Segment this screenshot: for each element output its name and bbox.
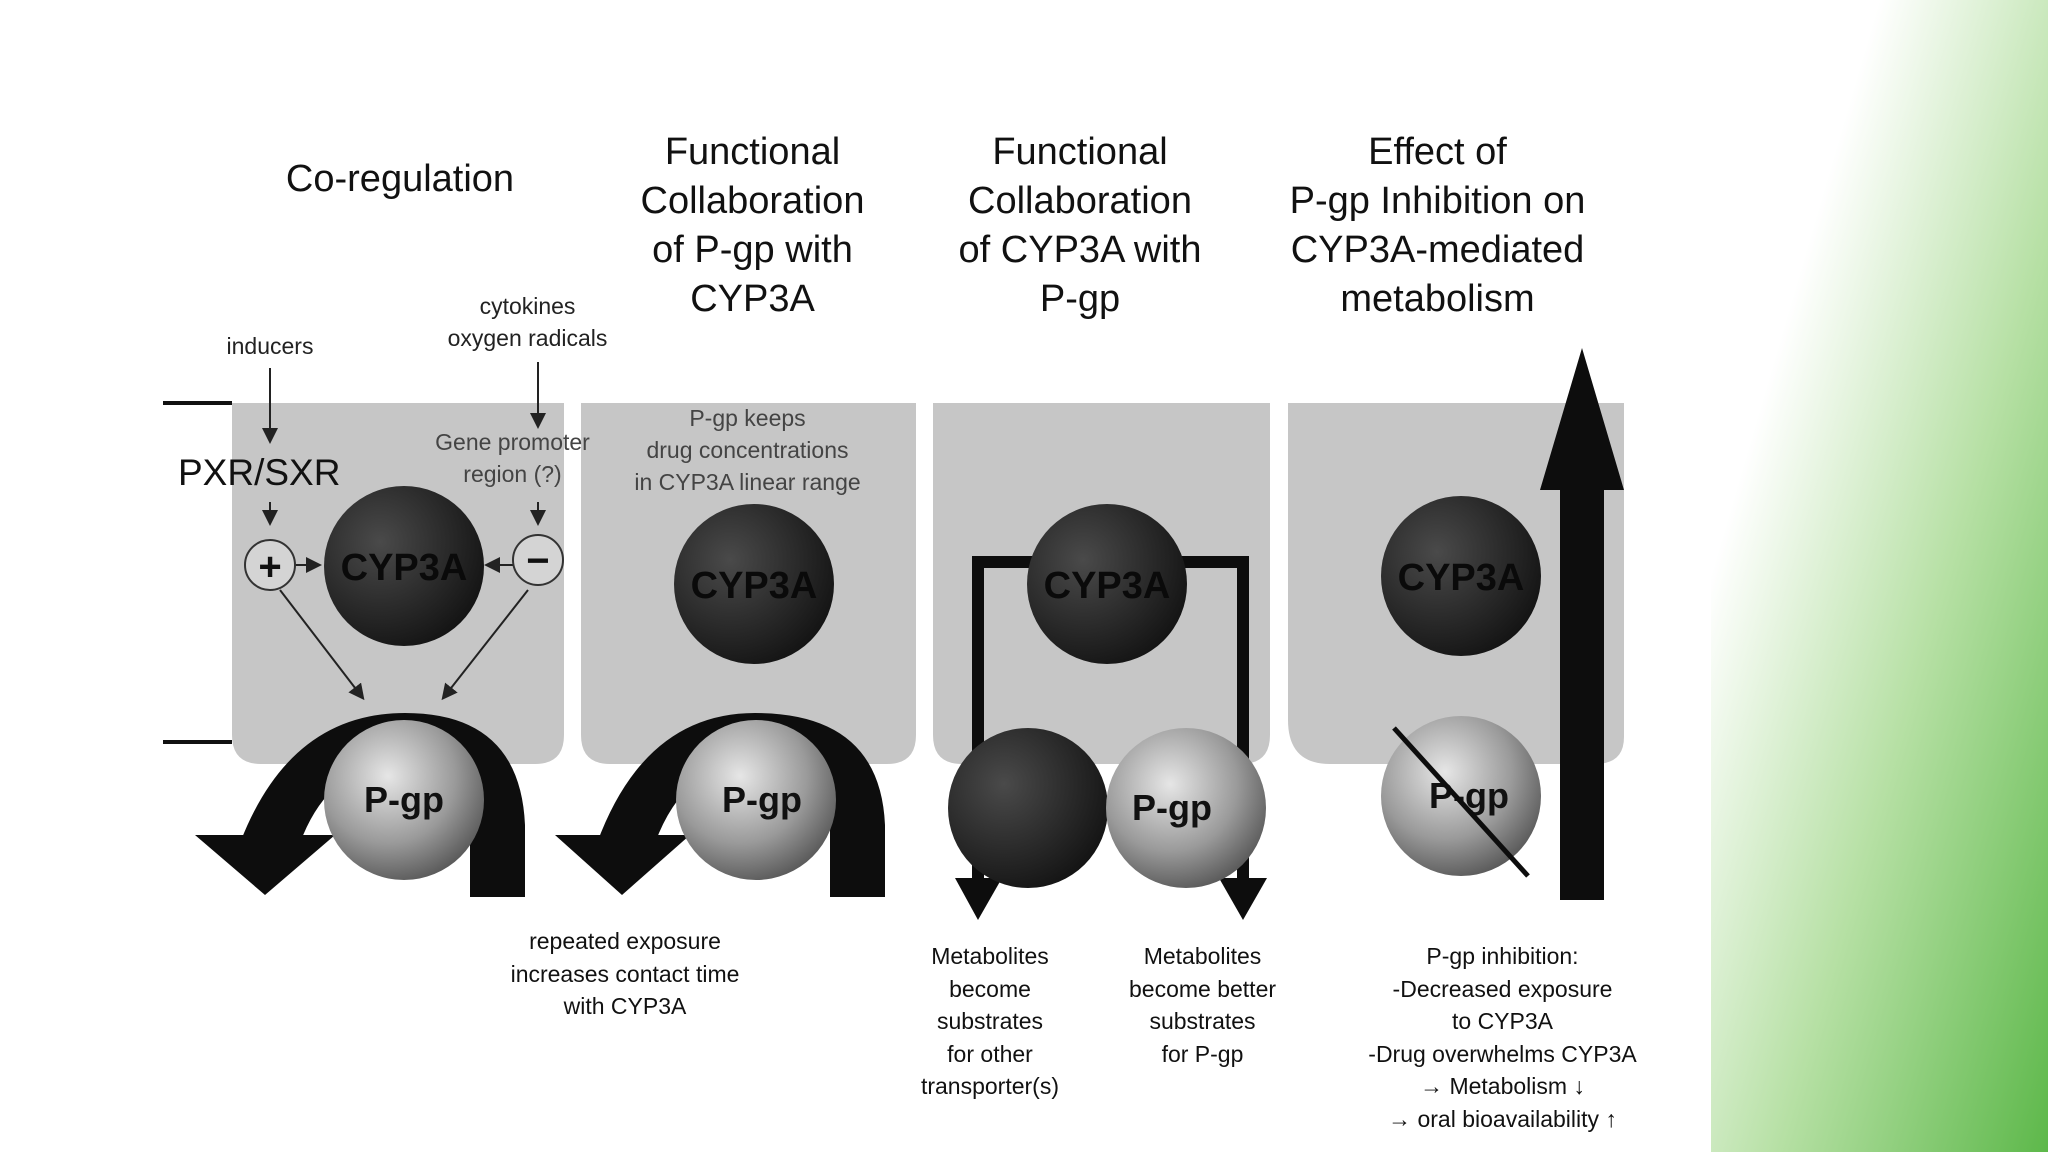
- minus-circle-icon: [512, 534, 564, 586]
- cyp3a-sphere-1: [324, 486, 484, 646]
- cyp3a-label-1: CYP3A: [341, 547, 468, 589]
- minus-sign: −: [526, 539, 549, 583]
- mechanism-diagram: + − CYP3A CYP3A CYP3A CYP3A P-gp P-gp P-…: [163, 348, 1624, 920]
- plus-sign: +: [258, 545, 281, 589]
- bioavailability-arrow: [1540, 348, 1624, 900]
- membrane-bracket: [163, 401, 232, 744]
- pgp-label-3: P-gp: [1132, 787, 1212, 828]
- pgp-sphere-1: [324, 720, 484, 880]
- label-inducers: inducers: [226, 333, 314, 359]
- cyp3a-sphere-3: [1027, 504, 1187, 664]
- cyp3a-label-3: CYP3A: [1044, 565, 1171, 607]
- route-left-head: [955, 878, 1002, 920]
- transporter-sphere: [948, 728, 1108, 888]
- cyp3a-label-2: CYP3A: [691, 565, 818, 607]
- arrow-minus-pgp: [441, 589, 529, 701]
- plus-circle-icon: [244, 539, 296, 591]
- efflux-arrowhead-pgp: [555, 835, 690, 895]
- efflux-arrowhead-coregulation: [195, 835, 335, 895]
- route-right-head: [1219, 878, 1267, 920]
- green-gradient-panel: [1711, 0, 2048, 1152]
- arrow-plus-pgp: [279, 589, 365, 701]
- title-coregulation: Co-regulation: [285, 158, 515, 200]
- cyp3a-label-4: CYP3A: [1398, 557, 1525, 599]
- pgp-sphere-2: [676, 720, 836, 880]
- pgp-inhibited-strike: [1392, 726, 1530, 878]
- cyp3a-sphere-4: [1381, 496, 1541, 656]
- pgp-sphere-3: [1106, 728, 1266, 888]
- pgp-label-1: P-gp: [364, 779, 444, 820]
- label-pxr-sxr: PXR/SXR: [178, 452, 341, 493]
- pgp-label-2: P-gp: [722, 779, 802, 820]
- cyp3a-sphere-2: [674, 504, 834, 664]
